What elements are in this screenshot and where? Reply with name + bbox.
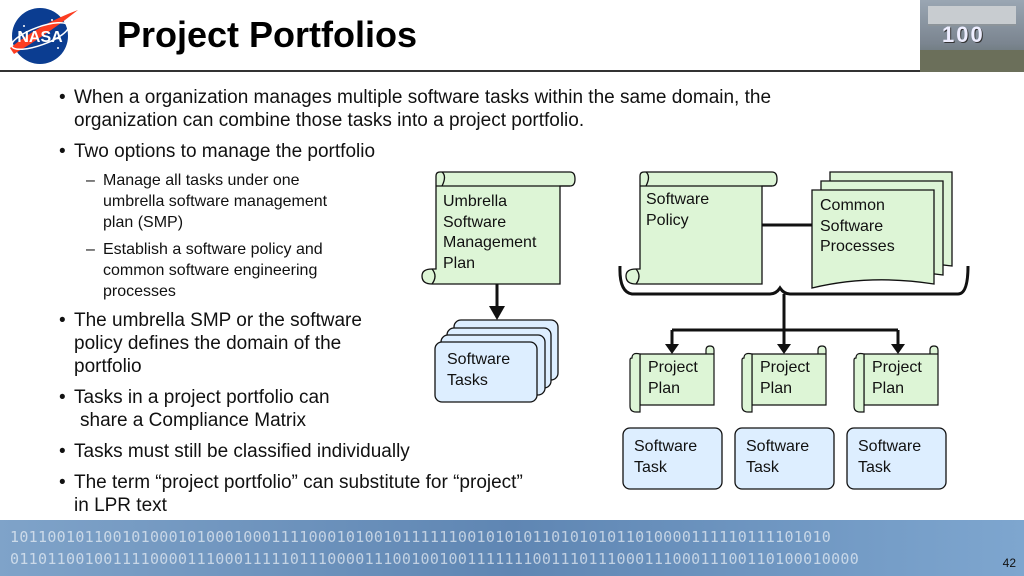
label-line: Project	[760, 359, 810, 376]
photo-ground	[920, 50, 1024, 72]
label-line: Processes	[820, 238, 895, 255]
project-plan-label-2: Project Plan	[760, 358, 810, 399]
bullet-marker: •	[59, 141, 66, 162]
photo-building	[928, 6, 1016, 26]
project-plan-scroll-3	[853, 345, 939, 413]
software-task-box-1	[622, 427, 723, 490]
bullet-marker: •	[59, 87, 66, 108]
bullet-text: The umbrella SMP or the software	[74, 310, 362, 331]
photo-caption: 100	[942, 22, 985, 47]
label-line: Project	[648, 359, 698, 376]
sub-bullet-2: – Establish a software policy and common…	[86, 239, 323, 302]
software-task-label-2: Software Task	[746, 437, 809, 478]
arrow-head	[777, 344, 791, 354]
sub-bullet-text: processes	[103, 283, 176, 300]
bullet-4: • Tasks in a project portfolio can share…	[59, 386, 330, 432]
bullet-text: share a Compliance Matrix	[80, 410, 306, 431]
label-line: Plan	[443, 254, 476, 272]
header-divider	[0, 70, 920, 72]
portfolio-bracket	[618, 265, 970, 296]
sub-bullet-text: Establish a software policy and	[103, 241, 323, 258]
sub-bullet-1: – Manage all tasks under one umbrella so…	[86, 170, 328, 233]
sub-bullet-text: plan (SMP)	[103, 214, 184, 231]
bullet-2: • Two options to manage the portfolio	[59, 140, 376, 163]
arrow-head	[891, 344, 905, 354]
software-task-box-3	[846, 427, 947, 490]
label-line: Tasks	[447, 371, 488, 389]
bullet-text: Two options to manage the portfolio	[74, 141, 376, 162]
software-task-box-2	[734, 427, 835, 490]
sub-bullet-marker: –	[86, 172, 95, 189]
bullet-text: Tasks must still be classified individua…	[74, 441, 410, 462]
label-line: Policy	[646, 211, 689, 229]
arrow-head	[665, 344, 679, 354]
bullet-3: • The umbrella SMP or the software polic…	[59, 309, 362, 378]
label-line: Plan	[760, 379, 793, 397]
project-plan-label-3: Project Plan	[872, 358, 922, 399]
distribution-lines	[670, 294, 900, 346]
label-line: Software	[820, 217, 884, 235]
software-task-label-3: Software Task	[858, 437, 921, 478]
header-photo: 100	[920, 0, 1024, 72]
label-line: Software	[443, 213, 507, 231]
software-tasks-label: Software Tasks	[447, 350, 510, 391]
label-line: Software	[646, 191, 710, 208]
common-processes-documents	[811, 171, 953, 289]
label-line: Software	[447, 351, 511, 368]
label-line: Task	[746, 458, 779, 476]
software-task-label-1: Software Task	[634, 437, 697, 478]
bullet-6: • The term “project portfolio” can subst…	[59, 471, 523, 517]
portfolio-diagram	[421, 171, 970, 490]
label-line: Plan	[648, 379, 681, 397]
bullet-marker: •	[59, 441, 66, 462]
footer-banner: 1011001011001010001010001000111100010100…	[0, 520, 1024, 576]
label-line: Common	[820, 197, 885, 214]
bullet-text: policy defines the domain of the	[74, 333, 342, 354]
label-line: Software	[858, 438, 922, 455]
binary-row-1: 1011001011001010001010001000111100010100…	[10, 528, 832, 546]
page-title: Project Portfolios	[117, 14, 418, 55]
project-plan-label-1: Project Plan	[648, 358, 698, 399]
bullet-5: • Tasks must still be classified individ…	[59, 440, 410, 463]
arrow-head	[489, 306, 505, 320]
bullet-marker: •	[59, 310, 66, 331]
label-line: Project	[872, 359, 922, 376]
software-policy-label: Software Policy	[646, 190, 709, 231]
bullet-text: organization can combine those tasks int…	[74, 110, 585, 131]
label-line: Management	[443, 234, 537, 251]
sub-bullet-text: common software engineering	[103, 262, 318, 279]
label-line: Software	[746, 438, 810, 455]
bullet-text: Tasks in a project portfolio can	[74, 387, 330, 408]
project-plan-scroll-1	[629, 345, 715, 413]
nasa-logo: NASA	[10, 8, 78, 64]
software-policy-scroll	[625, 171, 778, 285]
software-tasks-stack	[434, 319, 559, 403]
label-line: Task	[858, 458, 891, 476]
label-line: Umbrella	[443, 193, 508, 210]
bullet-text: portfolio	[74, 356, 142, 377]
binary-row-2: 0110110010011110000111000111110111000011…	[10, 550, 860, 568]
umbrella-smp-label: Umbrella Software Management Plan	[443, 192, 536, 274]
bullet-text: When a organization manages multiple sof…	[74, 87, 772, 108]
bullet-marker: •	[59, 472, 66, 493]
label-line: Software	[634, 438, 698, 455]
sub-bullet-text: umbrella software management	[103, 193, 328, 210]
umbrella-smp-scroll	[421, 171, 576, 285]
logo-wordmark: NASA	[17, 29, 63, 46]
sub-bullet-text: Manage all tasks under one	[103, 172, 300, 189]
bullet-1: • When a organization manages multiple s…	[59, 86, 772, 132]
project-plan-scroll-2	[741, 345, 827, 413]
label-line: Task	[634, 458, 667, 476]
bullet-marker: •	[59, 387, 66, 408]
bullet-text: The term “project portfolio” can substit…	[74, 472, 523, 493]
page-number: 42	[1002, 556, 1016, 570]
common-processes-label: Common Software Processes	[820, 196, 895, 258]
sub-bullet-marker: –	[86, 241, 95, 258]
label-line: Plan	[872, 379, 905, 397]
bullet-text: in LPR text	[74, 495, 167, 516]
